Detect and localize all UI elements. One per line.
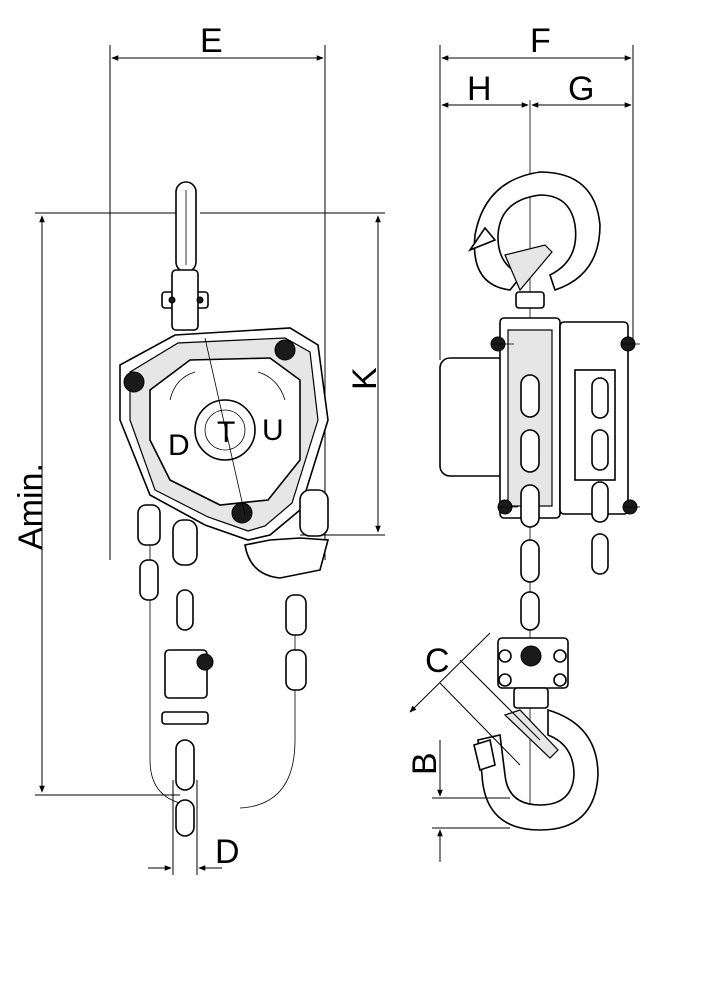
- dim-e: E: [109, 22, 326, 560]
- top-hook-side: [467, 171, 601, 309]
- chains-side: [520, 374, 609, 631]
- mark-top: T: [217, 416, 235, 449]
- top-suspension-eye: [161, 181, 209, 331]
- dim-label-c: C: [425, 642, 450, 680]
- dim-label-k: K: [346, 367, 384, 390]
- dim-g: G: [531, 70, 632, 108]
- lower-block-side: [497, 637, 569, 709]
- hand-wheel-hub: [194, 399, 256, 461]
- dim-label-g: G: [568, 70, 594, 108]
- side-view: F H G: [406, 22, 640, 862]
- dim-f: F: [439, 22, 634, 360]
- dim-label-b: B: [406, 752, 444, 775]
- dim-amin: Amin.: [12, 212, 180, 796]
- mark-down: D: [168, 429, 190, 462]
- body-bolt-right: [274, 339, 296, 361]
- dim-label-f: F: [530, 22, 551, 60]
- dim-label-e: E: [200, 22, 223, 60]
- dim-c: C: [409, 632, 541, 766]
- dim-label-h: H: [467, 70, 492, 108]
- dim-h: H: [441, 70, 529, 108]
- body-bolt-bottom: [231, 502, 253, 524]
- bottom-hook-side: [473, 708, 599, 831]
- dim-label-d: D: [215, 833, 240, 871]
- hoist-body-front: D T U: [119, 327, 329, 541]
- front-view: E Amin. K D: [12, 22, 385, 875]
- load-chain-front: [161, 519, 214, 837]
- mark-up: U: [262, 414, 284, 447]
- body-bolt-left: [123, 371, 145, 393]
- dim-d: D: [148, 780, 240, 875]
- dim-k: K: [200, 212, 385, 536]
- dim-label-amin: Amin.: [12, 463, 50, 550]
- hand-chain-loop: [137, 489, 330, 809]
- dim-b: B: [406, 740, 510, 862]
- hoist-body-side: [439, 317, 640, 519]
